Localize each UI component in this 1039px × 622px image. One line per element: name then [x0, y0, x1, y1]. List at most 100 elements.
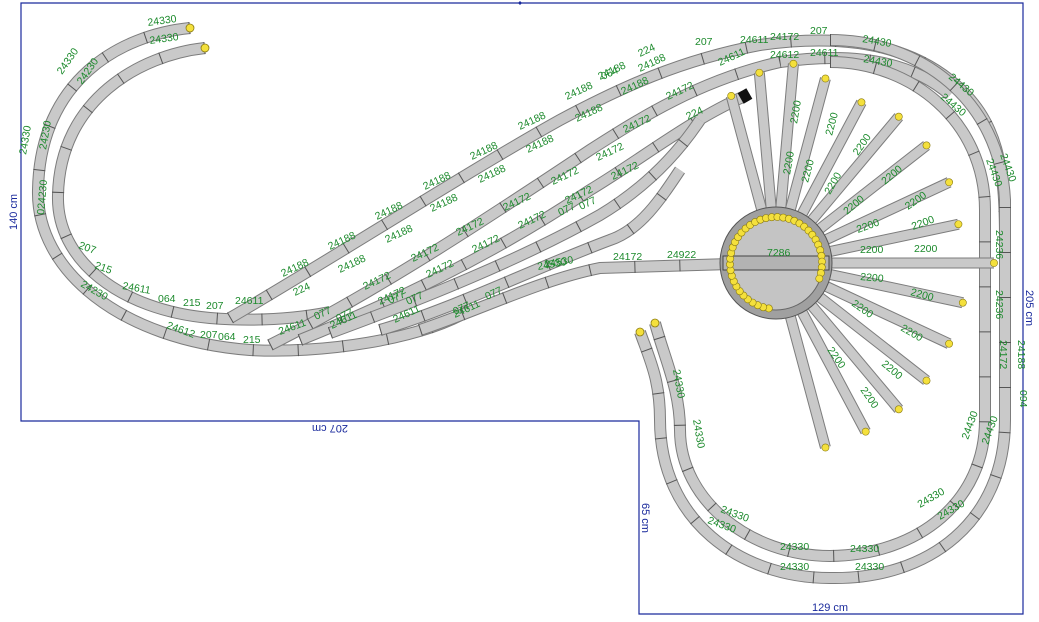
track-part-label: 24430: [861, 33, 892, 50]
track-part-label: 2200: [909, 286, 935, 304]
track-part-label: 24236: [993, 230, 1005, 259]
track-part-label: 24530: [536, 256, 567, 273]
spur-track[interactable]: [816, 141, 931, 233]
track-part-label: 24611: [810, 47, 839, 59]
dimension-step: 65 cm: [639, 503, 651, 533]
track-part-label: 24611: [121, 280, 151, 297]
track-part-label: 24172: [997, 340, 1009, 369]
track-part-label: 24330: [670, 368, 687, 399]
spur-buffer: [990, 259, 998, 267]
track-part-label: 24330: [855, 561, 884, 573]
spur-track[interactable]: [829, 269, 967, 309]
track-part-label: 094: [1017, 390, 1029, 408]
spur-track[interactable]: [824, 177, 954, 245]
track-part-label: 207: [77, 240, 98, 257]
track-part-label: 24611: [740, 34, 769, 46]
spur-buffer: [789, 59, 798, 68]
spur-track[interactable]: [725, 91, 767, 211]
spur-buffer: [857, 98, 866, 107]
spur-buffer: [755, 68, 764, 77]
track-part-label: 24188: [1015, 340, 1027, 369]
turntable-ring: [726, 213, 826, 313]
spur-track[interactable]: [797, 98, 867, 217]
black-buffer: [737, 88, 753, 104]
spur-buffer: [861, 427, 870, 436]
track-part-label: 24430: [862, 53, 893, 70]
track-part-label: 24530: [543, 254, 574, 271]
track-part-label: 24611: [235, 295, 264, 307]
spur-track[interactable]: [775, 59, 799, 208]
spur-track[interactable]: [816, 293, 931, 385]
track-part-label: 24230: [75, 56, 102, 87]
dimension-middle: 207 cm: [312, 422, 348, 434]
spur-track[interactable]: [807, 302, 903, 414]
track-part-label: 207: [200, 329, 218, 341]
track-part-label: 2200: [860, 271, 884, 285]
track-network: [31, 22, 1011, 585]
track-right-inner-loop[interactable]: [649, 56, 991, 563]
track-part-label: 207: [810, 25, 828, 37]
track-part-label: 24922: [667, 249, 696, 261]
spur-track[interactable]: [785, 315, 831, 452]
dimension-bottom: 129 cm: [812, 602, 848, 614]
spur-buffer: [821, 443, 830, 452]
track-part-label: 024230: [35, 179, 50, 215]
track-lower-ladder[interactable]: [297, 90, 748, 346]
track-part-label: 24330: [780, 561, 809, 573]
spur-track[interactable]: [807, 112, 903, 224]
track-part-label: 2200: [799, 158, 817, 184]
spur-track[interactable]: [797, 309, 871, 436]
track-part-label: 2200: [914, 243, 938, 255]
track-part-label: 24612: [770, 49, 799, 61]
spur-track[interactable]: [824, 281, 954, 349]
track-part-label: 24330: [147, 13, 178, 29]
track-part-label: 24330: [850, 543, 879, 555]
track-part-label: 215: [183, 297, 201, 309]
spur-buffer: [727, 91, 736, 100]
track-part-label: 24230: [37, 120, 54, 151]
track-part-label: 2200: [781, 150, 797, 175]
spur-buffer: [821, 74, 830, 83]
dimension-right: 205 cm: [1023, 290, 1035, 326]
buffer-stop: [185, 23, 195, 33]
track-part-label: 2200: [860, 244, 884, 256]
track-part-label: 064: [158, 293, 176, 305]
track-part-label: 207: [206, 300, 224, 312]
room-outline: [20, 1, 1024, 615]
dimension-left: 140 cm: [8, 194, 20, 230]
spur-buffer: [922, 376, 931, 385]
track-part-label: 24236: [993, 290, 1005, 319]
buffer-stop: [200, 43, 210, 53]
track-left-inner-loop[interactable]: [51, 42, 332, 326]
turntable-label: 7286: [767, 247, 791, 259]
track-part-label: 24330: [916, 486, 947, 511]
spur-buffer: [945, 178, 954, 187]
track-part-label: 24330: [149, 31, 180, 47]
buffer-stops: [185, 23, 660, 337]
buffer-stop: [635, 327, 645, 337]
turntable[interactable]: 7286: [719, 206, 833, 320]
track-lower-ladder-3[interactable]: [378, 166, 685, 336]
track-to-turntable[interactable]: [418, 258, 731, 336]
track-part-label: 24330: [17, 125, 34, 156]
track-part-label: 064: [218, 331, 236, 343]
track-part-label: 24330: [780, 541, 809, 553]
track-part-label: 24330: [55, 46, 82, 77]
track-lower-ladder-2[interactable]: [327, 116, 705, 339]
track-part-label: 215: [93, 260, 114, 277]
spur-track[interactable]: [753, 68, 777, 208]
spur-buffer: [922, 141, 931, 150]
spur-track[interactable]: [785, 74, 831, 211]
spur-buffer: [894, 405, 903, 414]
track-right-outer-loop[interactable]: [634, 34, 1011, 585]
turntable-spurs: [725, 59, 998, 452]
spur-buffer: [954, 220, 963, 229]
track-part-label: 215: [243, 334, 261, 346]
spur-track[interactable]: [832, 257, 998, 269]
buffer-stop: [650, 318, 660, 328]
track-left-outer-loop[interactable]: [31, 22, 474, 357]
track-part-label: 24172: [770, 31, 799, 43]
spur-track[interactable]: [829, 218, 963, 257]
